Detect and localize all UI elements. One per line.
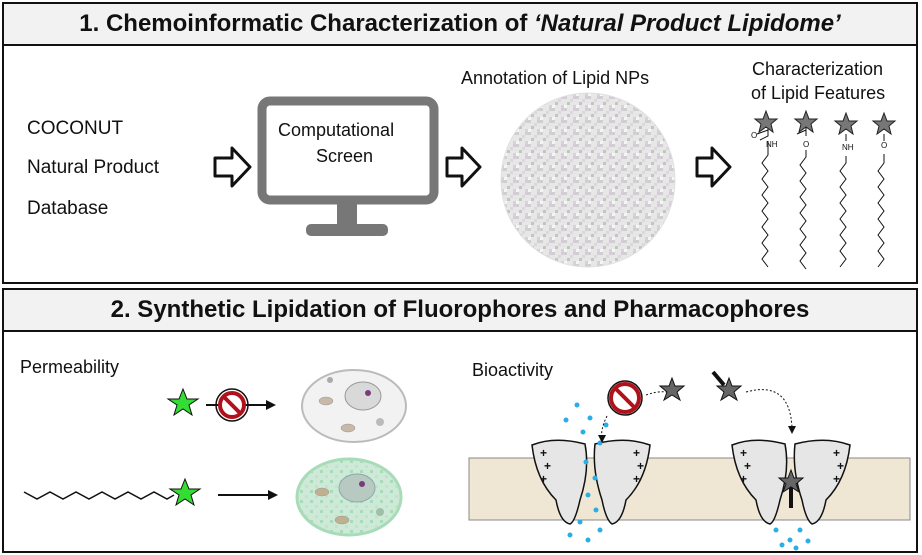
ion-dots — [563, 402, 811, 551]
section1-title: 1. Chemoinformatic Characterization of ‘… — [79, 10, 841, 37]
lipid-np-annotation-circle — [501, 93, 675, 267]
lipid-label-o2: O — [803, 140, 810, 149]
arrow-to-characterization — [695, 146, 732, 188]
section2-header: 2. Synthetic Lipidation of Fluorophores … — [2, 288, 918, 332]
ion-channel-open — [531, 439, 651, 525]
lipidated-gray-star-icon — [715, 376, 743, 402]
lipid-structures — [756, 128, 885, 270]
section1-header: 1. Chemoinformatic Characterization of ‘… — [2, 2, 918, 46]
svg-text:+: + — [744, 459, 751, 473]
lipid-label-nh2: NH — [842, 143, 854, 152]
lipid-stars — [753, 109, 897, 136]
svg-text:+: + — [633, 472, 640, 486]
svg-text:+: + — [740, 472, 747, 486]
characterization-line2: of Lipid Features — [751, 83, 886, 103]
svg-text:+: + — [544, 459, 551, 473]
arrow-to-computer — [213, 146, 252, 188]
svg-text:+: + — [833, 472, 840, 486]
svg-text:+: + — [633, 446, 640, 460]
svg-text:+: + — [540, 446, 547, 460]
cell-impermeable-icon — [301, 369, 407, 443]
channel-blocking-star-icon — [777, 468, 805, 494]
svg-text:+: + — [837, 459, 844, 473]
green-star-icon — [166, 387, 200, 417]
permeability-blocked-row — [166, 387, 276, 422]
svg-text:+: + — [833, 446, 840, 460]
characterization-line1: Characterization — [752, 59, 884, 79]
channel-charges: +++ +++ +++ +++ — [540, 446, 844, 486]
arrow-to-annotation — [445, 146, 482, 188]
computer-label-line2: Screen — [316, 146, 374, 166]
database-line1: COCONUT — [27, 118, 124, 139]
database-line2: Natural Product — [27, 157, 160, 178]
svg-text:+: + — [740, 446, 747, 460]
green-star-icon — [168, 477, 202, 507]
cell-permeable-icon — [295, 457, 403, 537]
section2-title: 2. Synthetic Lipidation of Fluorophores … — [110, 296, 810, 323]
gray-star-icon — [658, 376, 686, 402]
annotation-label: Annotation of Lipid NPs — [461, 68, 650, 88]
svg-text:+: + — [540, 472, 547, 486]
permeability-label: Permeability — [20, 357, 120, 377]
computer-label-line1: Computational — [278, 120, 395, 140]
ion-channel-blocked — [731, 439, 851, 525]
database-line3: Database — [27, 198, 109, 219]
bioactivity-label: Bioactivity — [472, 360, 554, 380]
bioactivity-inhibit-icon — [607, 380, 643, 416]
permeability-lipidated-row — [23, 477, 278, 507]
lipid-label-nh1: NH — [766, 140, 778, 149]
lipid-label-o1: O — [751, 131, 758, 140]
computer-monitor-icon — [257, 96, 439, 236]
svg-text:+: + — [637, 459, 644, 473]
lipid-label-o3: O — [881, 141, 888, 150]
